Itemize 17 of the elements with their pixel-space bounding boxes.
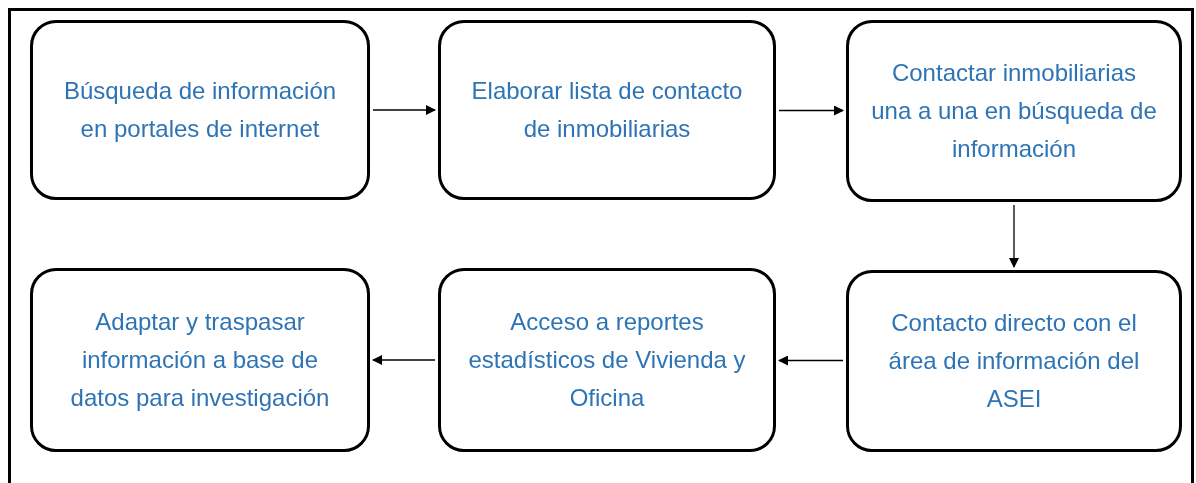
arrow [778,355,844,366]
process-box [438,20,776,200]
box-text: Contactar inmobiliarias una a una en búsqueda de información [870,58,1158,164]
box-text: Contacto directo con el área de información del ASEI [887,308,1141,414]
arrow [778,105,844,116]
box-text: Búsqueda de información en portales de internet [62,76,338,144]
process-box [846,270,1182,452]
box-text: Acceso a reportes estadísticos de Vivienda y Oficina [467,307,747,413]
box-text: Elaborar lista de contacto de inmobiliarias [470,76,744,144]
process-box [30,268,370,452]
arrow [1009,204,1019,268]
box-text: Adaptar y traspasar información a base de datos para investigación [69,307,331,413]
arrow [372,105,436,115]
arrow [372,355,436,365]
process-box [438,268,776,452]
process-box [846,20,1182,202]
process-box [30,20,370,200]
